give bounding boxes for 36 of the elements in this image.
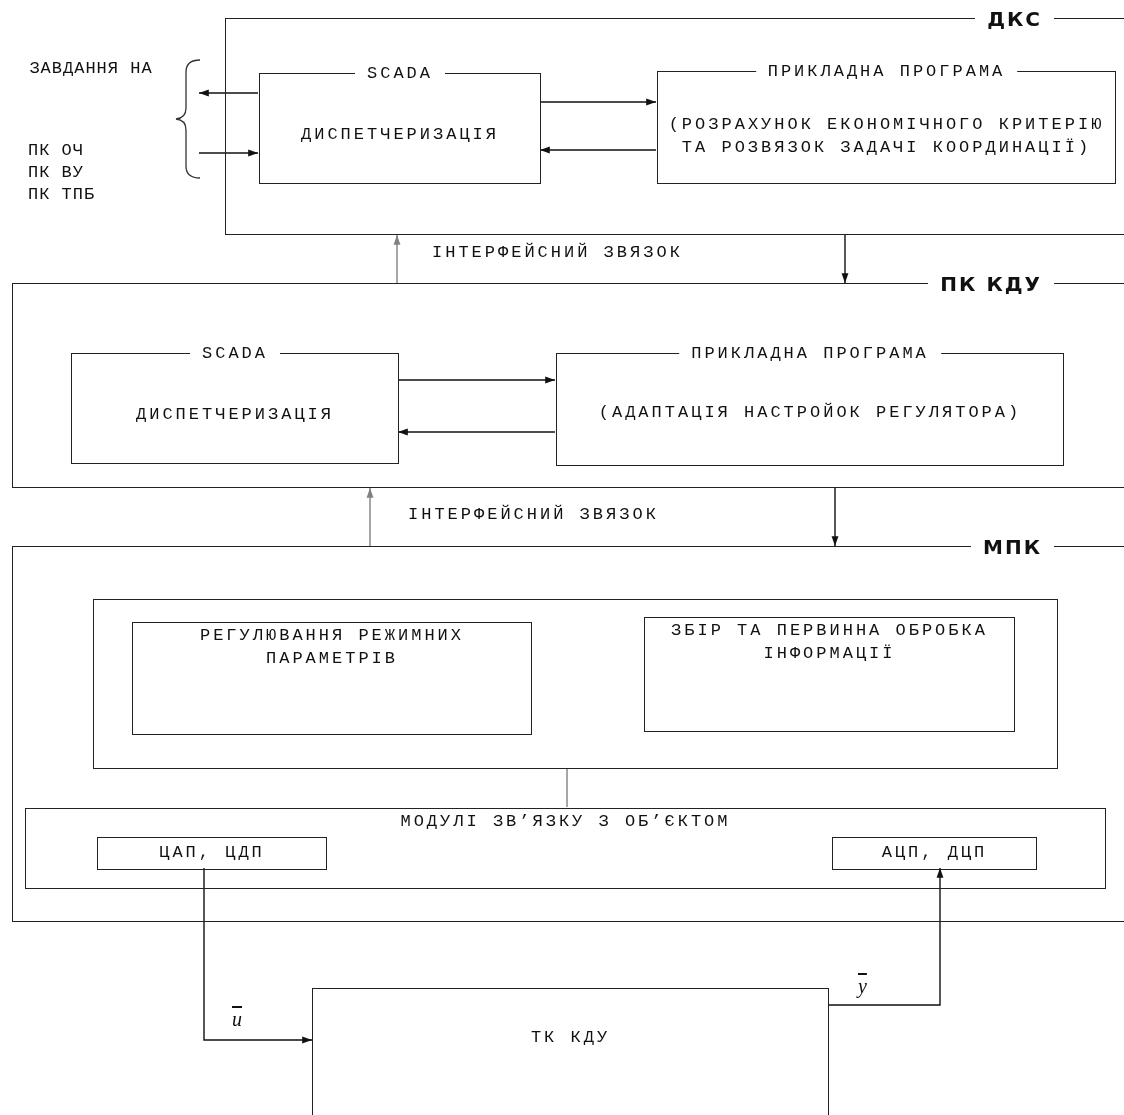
function-box xyxy=(132,622,532,735)
box-text: ТК КДУ xyxy=(529,1027,612,1049)
arrow xyxy=(397,376,556,384)
signal-label: u xyxy=(232,1008,242,1031)
arrow xyxy=(393,234,401,284)
box-text: (РОЗРАХУНОК ЕКОНОМІЧНОГО КРИТЕРІЮ ТА РОЗВЯЗОК ЗАДАЧІ КООРДИНАЦІЇ) xyxy=(667,114,1106,159)
arrow xyxy=(539,98,657,106)
interface-label: ІНТЕРФЕЙСНИЙ ЗВЯЗОК xyxy=(408,505,659,524)
object-box xyxy=(312,988,829,1115)
arrow xyxy=(198,149,259,157)
box-text: (АДАПТАЦІЯ НАСТРОЙОК РЕГУЛЯТОРА) xyxy=(597,402,1023,424)
connector-line xyxy=(566,767,568,808)
box-text: ЗБІР ТА ПЕРВИННА ОБРОБКА ІНФОРМАЦІЇ xyxy=(670,620,989,665)
arrow xyxy=(828,867,944,1006)
arrow xyxy=(397,428,556,436)
function-box xyxy=(644,617,1015,732)
task-label: ПК ОЧ ПК ВУ ПК ТПБ xyxy=(27,140,97,207)
module-box xyxy=(25,808,1106,889)
box-text: ЦАП, ЦДП xyxy=(158,842,266,864)
converter-box xyxy=(97,837,327,870)
arrow xyxy=(203,867,313,1044)
arrow xyxy=(831,487,839,547)
group-box xyxy=(93,599,1058,769)
converter-box xyxy=(832,837,1037,870)
box-text: ДИСПЕТЧЕРИЗАЦІЯ xyxy=(300,124,500,146)
box-text: ДИСПЕТЧЕРИЗАЦІЯ xyxy=(135,404,335,426)
signal-label: y xyxy=(858,975,867,998)
box-text: РЕГУЛЮВАННЯ РЕЖИМНИХ ПАРАМЕТРІВ xyxy=(198,625,465,670)
arrow xyxy=(539,146,657,154)
arrow xyxy=(198,89,259,97)
arrow xyxy=(841,234,849,284)
task-label: ЗАВДАННЯ НА xyxy=(28,58,154,80)
box-text: АЦП, ДЦП xyxy=(880,842,989,864)
arrow xyxy=(366,487,374,547)
box-text: МОДУЛІ ЗВ’ЯЗКУ З ОБ’ЄКТОМ xyxy=(399,811,732,833)
interface-label: ІНТЕРФЕЙСНИЙ ЗВЯЗОК xyxy=(432,243,683,262)
